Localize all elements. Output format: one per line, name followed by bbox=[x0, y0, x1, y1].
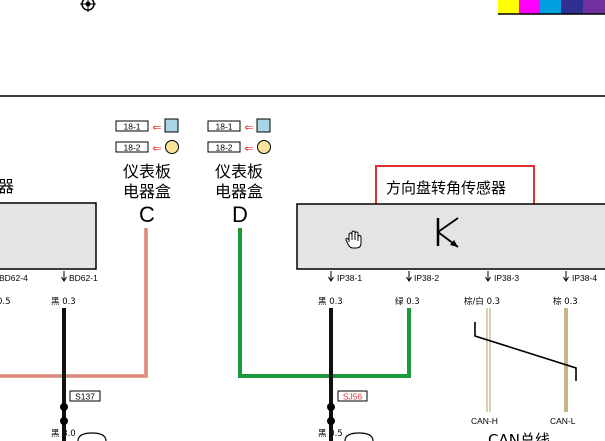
splice-sj56: SJ56 bbox=[327, 390, 368, 425]
pin-label: IP38-1 bbox=[337, 273, 362, 283]
legend-arrow: ⇐ bbox=[244, 122, 253, 134]
wire-label: 棕 0.3 bbox=[553, 296, 578, 307]
wire-pink bbox=[0, 228, 148, 378]
pin-label: BD62-1 bbox=[69, 273, 98, 283]
splice-label: S137 bbox=[75, 392, 95, 402]
connector-c-label: 仪表板 电器盒 C bbox=[123, 162, 171, 227]
wire-label: 0.5 bbox=[0, 297, 11, 307]
twisted-pair-marker bbox=[474, 322, 577, 381]
wire-label: 黑 0.3 bbox=[318, 297, 343, 307]
swatch bbox=[540, 0, 561, 14]
connector-c-line1: 仪表板 bbox=[123, 162, 171, 181]
pin-label: IP38-3 bbox=[494, 273, 519, 283]
legend-square-icon bbox=[256, 118, 271, 133]
color-swatches bbox=[498, 0, 605, 15]
registration-mark-icon bbox=[80, 0, 96, 12]
legend-ref: 18-1 bbox=[123, 122, 140, 132]
legend-ref: 18-2 bbox=[215, 143, 232, 153]
legend-square-icon bbox=[164, 118, 179, 133]
legend-c: 18-1 ⇐ 18-2 ⇐ bbox=[115, 118, 179, 155]
connector-c-line2: 电器盒 bbox=[123, 182, 171, 201]
legend-ref: 18-1 bbox=[215, 122, 232, 132]
can-high-label: CAN-H bbox=[471, 416, 498, 426]
legend-arrow: ⇐ bbox=[152, 122, 161, 134]
transistor-symbol-icon bbox=[436, 217, 459, 248]
connector-partial bbox=[77, 432, 107, 441]
legend-d: 18-1 ⇐ 18-2 ⇐ bbox=[207, 118, 271, 155]
sensor-title: 方向盘转角传感器 bbox=[386, 179, 506, 197]
splice-label: SJ56 bbox=[343, 392, 363, 402]
connector-partial bbox=[344, 432, 374, 441]
wire-label: 绿 0.3 bbox=[395, 296, 420, 307]
swatch bbox=[583, 0, 605, 14]
pin-label: IP38-4 bbox=[572, 273, 597, 283]
left-component-title: 器 bbox=[0, 177, 14, 196]
steering-angle-sensor: 方向盘转角传感器 bbox=[296, 165, 605, 270]
left-pins: BD62-4 BD62-1 bbox=[0, 271, 98, 283]
wire-label: 棕/白 0.3 bbox=[464, 296, 500, 307]
legend-circle-icon bbox=[165, 140, 179, 154]
left-component: 器 bbox=[0, 177, 97, 270]
can-low-label: CAN-L bbox=[550, 416, 576, 426]
legend-arrow: ⇐ bbox=[244, 143, 253, 155]
can-bus-label: CAN总线 bbox=[488, 431, 550, 441]
swatch bbox=[561, 0, 583, 14]
connector-d-label: 仪表板 电器盒 D bbox=[215, 162, 263, 227]
wire-green bbox=[238, 228, 411, 378]
splice-s137: S137 bbox=[60, 390, 101, 425]
legend-circle-icon bbox=[257, 140, 271, 154]
legend-arrow: ⇐ bbox=[152, 143, 161, 155]
pin-label: IP38-2 bbox=[414, 273, 439, 283]
connector-d-line1: 仪表板 bbox=[215, 162, 263, 181]
can-labels: CAN-H CAN-L CAN总线 bbox=[471, 416, 576, 441]
connector-d-letter: D bbox=[232, 202, 248, 227]
sensor-pins: IP38-1 IP38-2 IP38-3 IP38-4 bbox=[328, 271, 597, 283]
pin-label: BD62-4 bbox=[0, 273, 28, 283]
swatch bbox=[498, 0, 519, 14]
connector-c-letter: C bbox=[139, 202, 155, 227]
wire-label: 黑 0.3 bbox=[51, 297, 76, 307]
connector-d-line2: 电器盒 bbox=[215, 182, 263, 201]
hand-cursor-icon bbox=[345, 230, 362, 249]
legend-ref: 18-2 bbox=[123, 143, 140, 153]
swatch bbox=[519, 0, 540, 14]
